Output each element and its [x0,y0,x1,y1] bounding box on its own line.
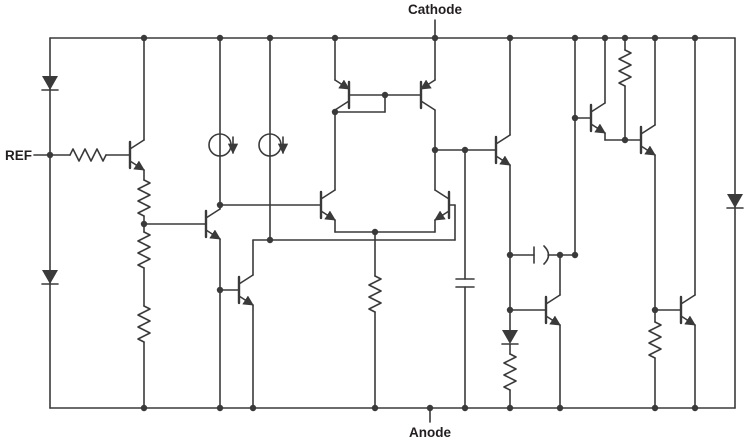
wires [33,19,696,423]
capacitor-c2 [533,245,550,265]
junction-dot [571,34,579,42]
junction-dot [140,34,148,42]
npn-transistor-q11 [641,125,655,155]
diode-d2 [41,269,59,285]
junction-dot [371,404,379,412]
npn-transistor-q8 [496,135,510,165]
junction-dot [216,34,224,42]
junction-dot [621,34,629,42]
junction-dot [506,404,514,412]
npn-transistor-q9 [546,295,560,325]
junction-dot [691,404,699,412]
junction-dot [249,404,257,412]
npn-transistor-q10 [591,103,605,133]
junction-dot [140,220,148,228]
npn-transistor-q3 [239,275,253,305]
npn-transistor-q12 [681,295,695,325]
junction-dot [140,404,148,412]
capacitor-curved-plate [543,245,550,265]
junction-dot [571,251,579,259]
resistor-r5 [368,275,382,313]
junction-dot [266,34,274,42]
junction-dot [216,201,224,209]
junction-dot [331,34,339,42]
resistor-r7 [503,353,517,391]
junction-dot [266,236,274,244]
current-source-i2 [259,134,283,156]
supply-rails [49,37,736,409]
junction-dot [46,151,54,159]
junction-dot [381,91,389,99]
diode-d3 [501,329,519,345]
resistor-r3 [137,231,151,269]
junction-dot [216,286,224,294]
junction-dot [651,404,659,412]
junction-dots [46,34,699,412]
ref-label: REF [5,148,32,163]
junction-dot [461,146,469,154]
cathode-label: Cathode [408,2,462,17]
pnp-transistor-q7 [421,80,435,110]
junction-dot [371,228,379,236]
junction-dot [621,136,629,144]
junction-dot [506,34,514,42]
npn-transistor-q4 [321,190,335,220]
junction-dot [461,404,469,412]
npn-transistor-q5 [435,190,449,220]
npn-transistor-q1 [130,140,144,170]
current-source-i1 [209,134,233,156]
capacitor-c1 [455,278,475,288]
diode-d1 [41,75,59,91]
resistor-r1 [69,148,107,162]
junction-dot [601,34,609,42]
resistor-r4 [137,305,151,343]
npn-transistor-q2 [206,209,220,239]
junction-dot [331,108,339,116]
resistor-r2 [137,179,151,217]
junction-dot [651,34,659,42]
junction-dot [431,34,439,42]
junction-dot [431,146,439,154]
resistor-r6 [618,49,632,87]
junction-dot [651,306,659,314]
junction-dot [571,114,579,122]
junction-dot [556,251,564,259]
junction-dot [216,404,224,412]
junction-dot [691,34,699,42]
diode-d4 [726,193,744,209]
anode-label: Anode [409,425,451,440]
junction-dot [506,306,514,314]
junction-dot [556,404,564,412]
resistor-r8 [648,321,662,359]
junction-dot [506,251,514,259]
pnp-transistor-q6 [335,80,349,110]
junction-dot [426,404,434,412]
